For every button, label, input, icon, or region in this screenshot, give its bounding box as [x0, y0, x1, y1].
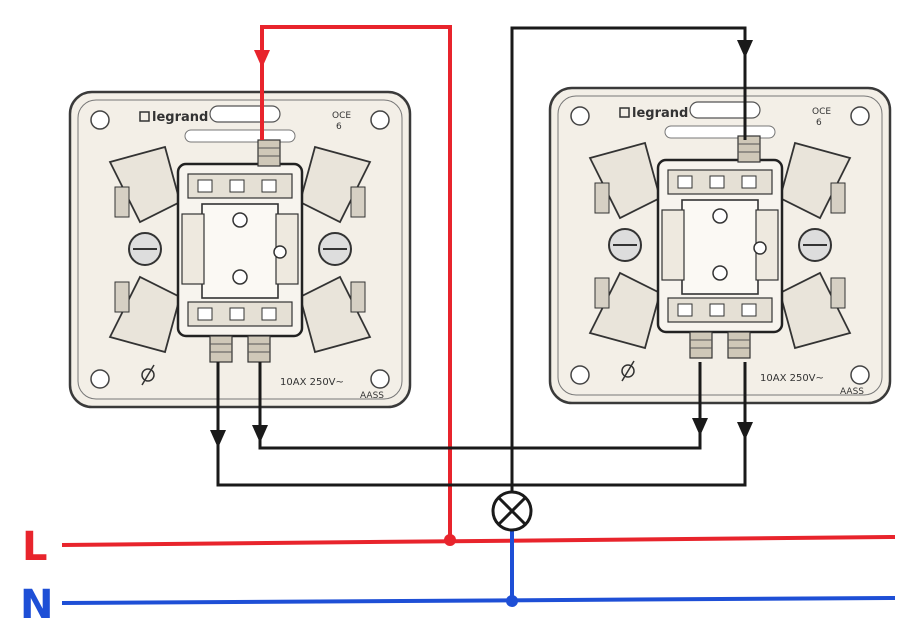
switch-right-mark: AASS — [840, 387, 864, 397]
switch-left: legrand OCE 6 10AX 250V~ AASS — [68, 90, 412, 409]
switch-left-code-sub: 6 — [336, 122, 342, 132]
traveler-wires — [210, 26, 753, 492]
live-wire — [61, 25, 896, 547]
switch-left-code: OCE — [332, 111, 351, 121]
lamp-icon — [491, 490, 533, 532]
switch-left-brand: legrand — [152, 110, 208, 125]
switch-right: legrand OCE 6 10AX 250V~ AASS — [548, 86, 892, 405]
neutral-label: N — [20, 582, 53, 628]
neutral-wire — [61, 530, 896, 607]
switch-right-rating: 10AX 250V~ — [760, 373, 824, 384]
switch-right-code-sub: 6 — [816, 118, 822, 128]
switch-left-rating: 10AX 250V~ — [280, 377, 344, 388]
switch-left-mark: AASS — [360, 391, 384, 401]
switch-right-brand: legrand — [632, 106, 688, 121]
switch-right-code: OCE — [812, 107, 831, 117]
live-label: L — [22, 524, 48, 570]
